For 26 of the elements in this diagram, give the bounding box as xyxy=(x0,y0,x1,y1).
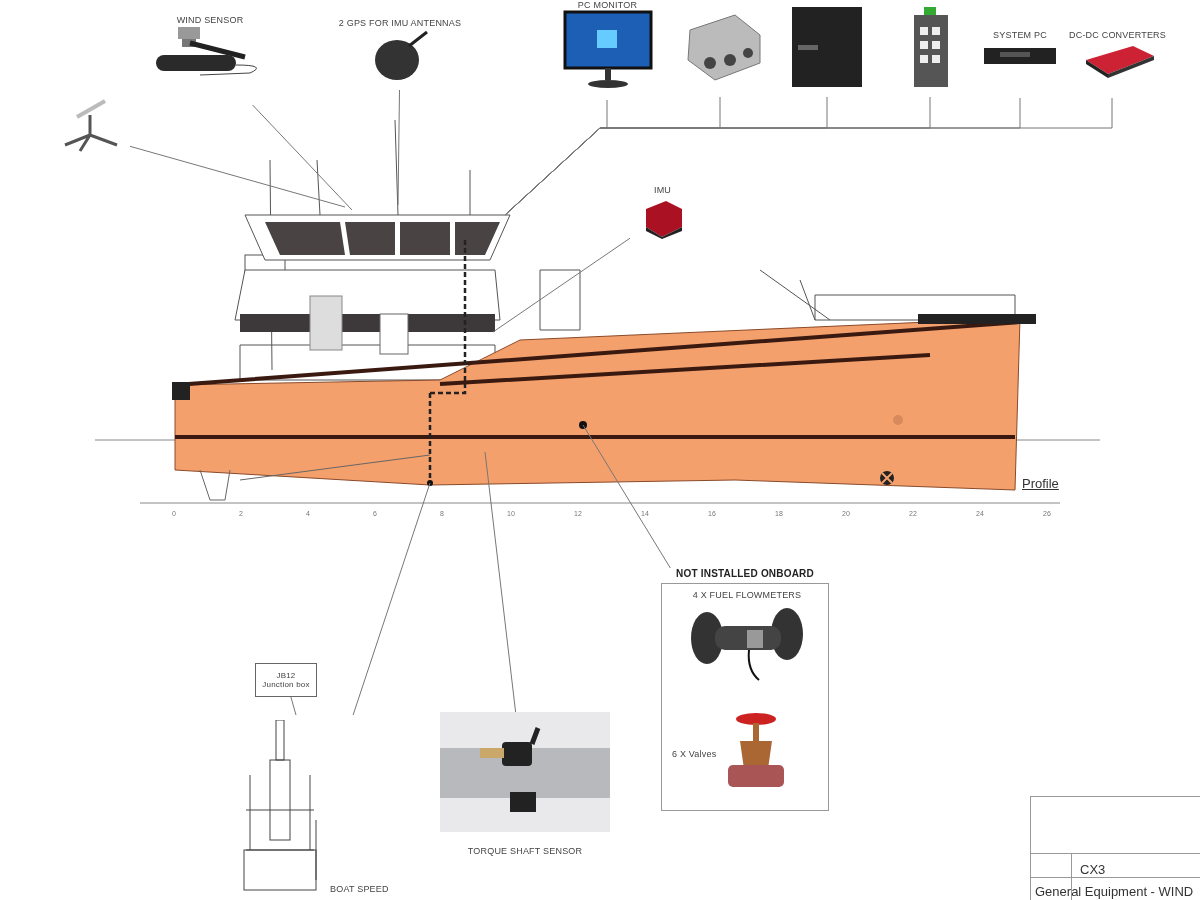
title-block-text: General Equipment - WIND xyxy=(1035,884,1194,899)
equipment-label: PC MONITOR xyxy=(577,0,638,10)
leader-line xyxy=(352,482,431,716)
equipment-label: WIND SENSOR xyxy=(176,15,244,25)
equipment-label: IMU xyxy=(653,185,672,195)
equipment-label: BOAT SPEED xyxy=(330,884,389,894)
equipment-label: 4 X FUEL FLOWMETERS xyxy=(692,590,802,600)
equipment-label: 6 X Valves xyxy=(672,749,717,759)
leader-line xyxy=(290,696,297,716)
leader-line xyxy=(582,424,671,569)
equipment-label: DC-DC CONVERTERS xyxy=(1069,30,1167,40)
junction-box xyxy=(255,663,317,697)
leader-line xyxy=(397,89,400,206)
view-title: Profile xyxy=(1022,476,1059,491)
title-block-text: CX3 xyxy=(1080,862,1106,877)
equipment-label: TORQUE SHAFT SENSOR xyxy=(467,846,583,856)
junction-box-label: JB12 xyxy=(276,671,296,680)
junction-box-label: Junction box xyxy=(262,680,310,689)
leader-line xyxy=(492,237,631,333)
leader-line xyxy=(252,104,353,211)
leader-line xyxy=(484,451,517,713)
leader-line xyxy=(504,97,1113,216)
equipment-label: 2 GPS FOR IMU ANTENNAS xyxy=(338,18,462,28)
equipment-label: SYSTEM PC xyxy=(993,30,1047,40)
leader-line xyxy=(129,145,346,208)
panel-heading: NOT INSTALLED ONBOARD xyxy=(676,568,814,579)
